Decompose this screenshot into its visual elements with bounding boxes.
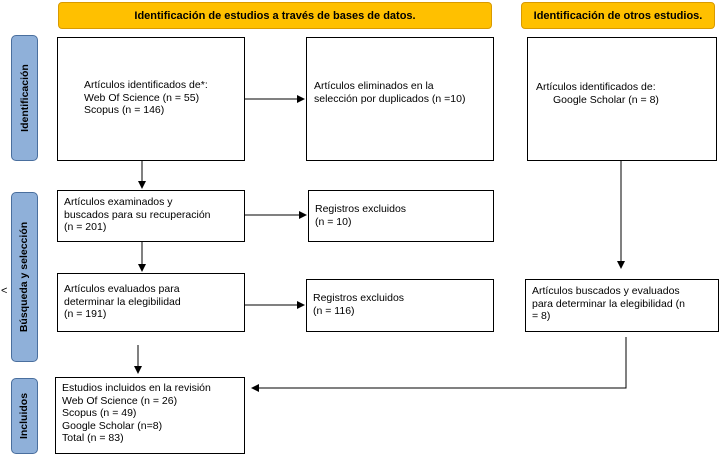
included-box: Estudios incluidos en la revisión Web Of… — [55, 377, 245, 454]
identified-db-line-2: Web Of Science (n = 55) — [84, 91, 200, 104]
phase-identification: Identificación — [11, 35, 38, 161]
duplicates-line-2: selección por duplicados (n =10) — [314, 92, 466, 105]
phase-screening: Búsqueda y selección — [11, 192, 38, 362]
databases-header: Identificación de estudios a través de b… — [58, 2, 492, 29]
screened-line-2: buscados para su recuperación — [64, 208, 211, 221]
phase-included: Incluidos — [11, 378, 38, 454]
eligibility-line-2: determinar la elegibilidad — [64, 295, 181, 308]
included-line-4: Google Scholar (n=8) — [62, 419, 163, 432]
identified-other-line-1: Artículos identificados de: — [536, 81, 656, 93]
included-line-3: Scopus (n = 49) — [62, 407, 137, 419]
screened-box: Artículos examinados y buscados para su … — [57, 190, 245, 242]
included-line-5: Total (n = 83) — [62, 432, 124, 444]
identified-db-line-1: Artículos identificados de*: — [84, 79, 208, 91]
excluded-2-line-1: Registros excluidos — [313, 292, 405, 304]
excluded-1-box: Registros excluidos (n = 10) — [308, 190, 494, 242]
other-assessed-box: Artículos buscados y evaluados para dete… — [525, 279, 719, 332]
identified-other-line-2: Google Scholar (n = 8) — [553, 93, 659, 106]
included-line-2: Web Of Science (n = 26) — [62, 394, 178, 407]
duplicates-line-1: Artículos eliminados en la — [314, 80, 434, 92]
stray-mark: < — [1, 285, 8, 297]
eligibility-line-1: Artículos evaluados para — [64, 283, 180, 295]
other-assessed-line-1: Artículos buscados y evaluados — [532, 285, 680, 297]
other-assessed-line-2: para determinar la elegibilidad (n — [532, 297, 685, 310]
duplicates-removed-box: Artículos eliminados en la selección por… — [306, 37, 494, 161]
included-line-1: Estudios incluidos en la revisión — [62, 382, 211, 394]
excluded-2-box: Registros excluidos (n = 116) — [306, 279, 494, 332]
other-assessed-line-3: = 8) — [532, 310, 551, 322]
identified-db-box: Artículos identificados de*: Web Of Scie… — [57, 37, 245, 161]
other-studies-header: Identificación de otros estudios. — [521, 2, 715, 29]
arrow-other-assessed-to-included — [251, 337, 627, 392]
eligibility-box: Artículos evaluados para determinar la e… — [57, 273, 245, 332]
identified-db-line-3: Scopus (n = 146) — [84, 104, 165, 116]
excluded-2-line-2: (n = 116) — [313, 304, 355, 317]
excluded-1-line-2: (n = 10) — [315, 215, 352, 228]
identified-other-box: Artículos identificados de: Google Schol… — [527, 37, 717, 161]
screened-line-1: Artículos examinados y — [64, 196, 173, 208]
excluded-1-line-1: Registros excluidos — [315, 203, 407, 215]
eligibility-line-3: (n = 191) — [64, 308, 107, 320]
screened-line-3: (n = 201) — [64, 221, 107, 233]
